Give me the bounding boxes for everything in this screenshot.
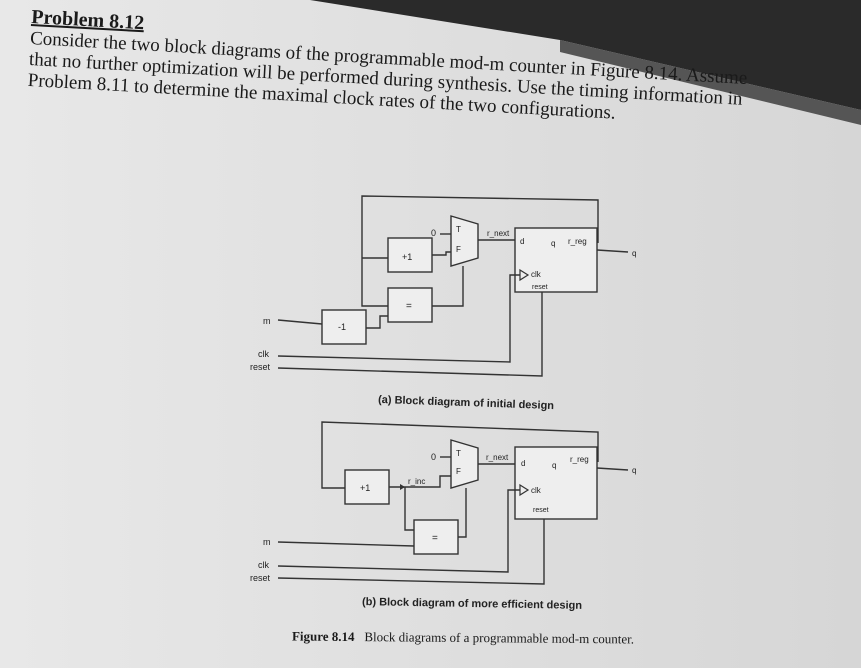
figure-number: Figure 8.14 — [291, 628, 355, 645]
r-next-label-b: r_next — [486, 453, 509, 462]
eq-label-b: = — [432, 533, 438, 544]
figure-caption: Figure 8.14 Block diagrams of a programm… — [292, 629, 634, 648]
eq-label-a: = — [406, 301, 412, 312]
r-reg-label-b: r_reg — [570, 455, 589, 464]
zero-label-a: 0 — [431, 228, 436, 238]
reset-port-label-a: reset — [532, 284, 548, 291]
mux-t-label-a: T — [456, 225, 461, 234]
reset-input-label-b: reset — [250, 573, 271, 583]
r-next-label-a: r_next — [487, 229, 510, 238]
m-input-label-b: m — [263, 537, 271, 547]
q-out-label-a: q — [632, 249, 636, 258]
d-label-b: d — [521, 459, 525, 468]
clk-input-label-a: clk — [258, 349, 269, 359]
q-port-label-b: q — [552, 461, 556, 470]
q-out-label-b: q — [632, 466, 636, 475]
plus1-label-a: +1 — [402, 252, 412, 262]
q-port-label-a: q — [551, 239, 555, 248]
m-input-label-a: m — [263, 316, 271, 326]
r-reg-label-a: r_reg — [568, 237, 587, 246]
reset-input-label-a: reset — [250, 362, 271, 372]
zero-label-b: 0 — [431, 452, 436, 462]
clk-input-label-b: clk — [258, 560, 269, 570]
clk-port-label-b: clk — [531, 486, 542, 495]
mux-f-label-b: F — [456, 467, 461, 476]
mux-t-label-b: T — [456, 449, 461, 458]
mux-f-label-a: F — [456, 245, 461, 254]
d-label-a: d — [520, 237, 524, 246]
r-inc-label-b: r_inc — [408, 477, 425, 486]
minus1-label-a: -1 — [338, 322, 346, 332]
figure-caption-text: Block diagrams of a programmable mod-m c… — [364, 629, 635, 647]
reset-port-label-b: reset — [533, 507, 549, 514]
plus1-label-b: +1 — [360, 483, 370, 493]
clk-port-label-a: clk — [531, 270, 542, 279]
